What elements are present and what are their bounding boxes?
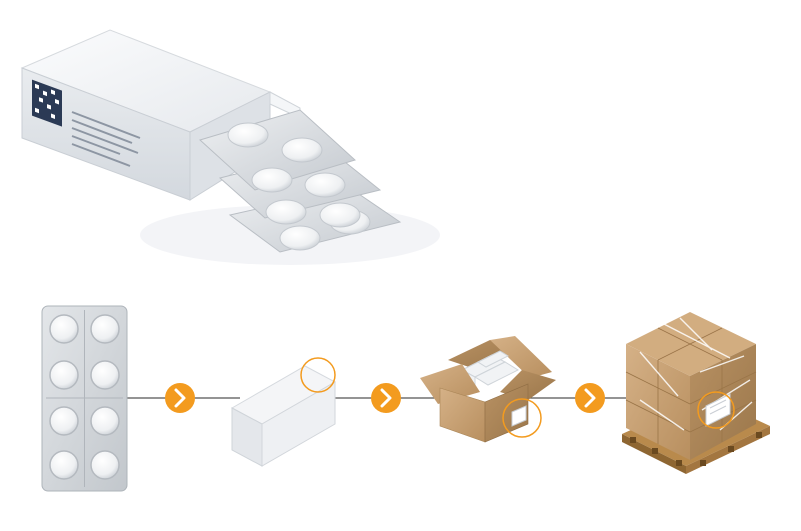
pallet-label-highlight	[697, 391, 735, 429]
datamatrix-code-icon	[32, 79, 62, 127]
wrapped-pallet-icon	[622, 312, 770, 474]
chevron-right-icon	[575, 383, 605, 413]
chevron-right-icon	[371, 383, 401, 413]
shipping-case-icon	[420, 336, 556, 443]
open-medicine-box-icon	[20, 29, 440, 265]
label-text-lines	[71, 111, 141, 167]
blister-strip-top	[199, 109, 356, 193]
blister-pack-icon	[41, 305, 128, 492]
serialization-code-highlight	[300, 357, 336, 393]
chevron-right-icon	[165, 383, 195, 413]
folding-carton-icon	[230, 357, 337, 467]
aggregation-label-highlight	[502, 398, 542, 438]
